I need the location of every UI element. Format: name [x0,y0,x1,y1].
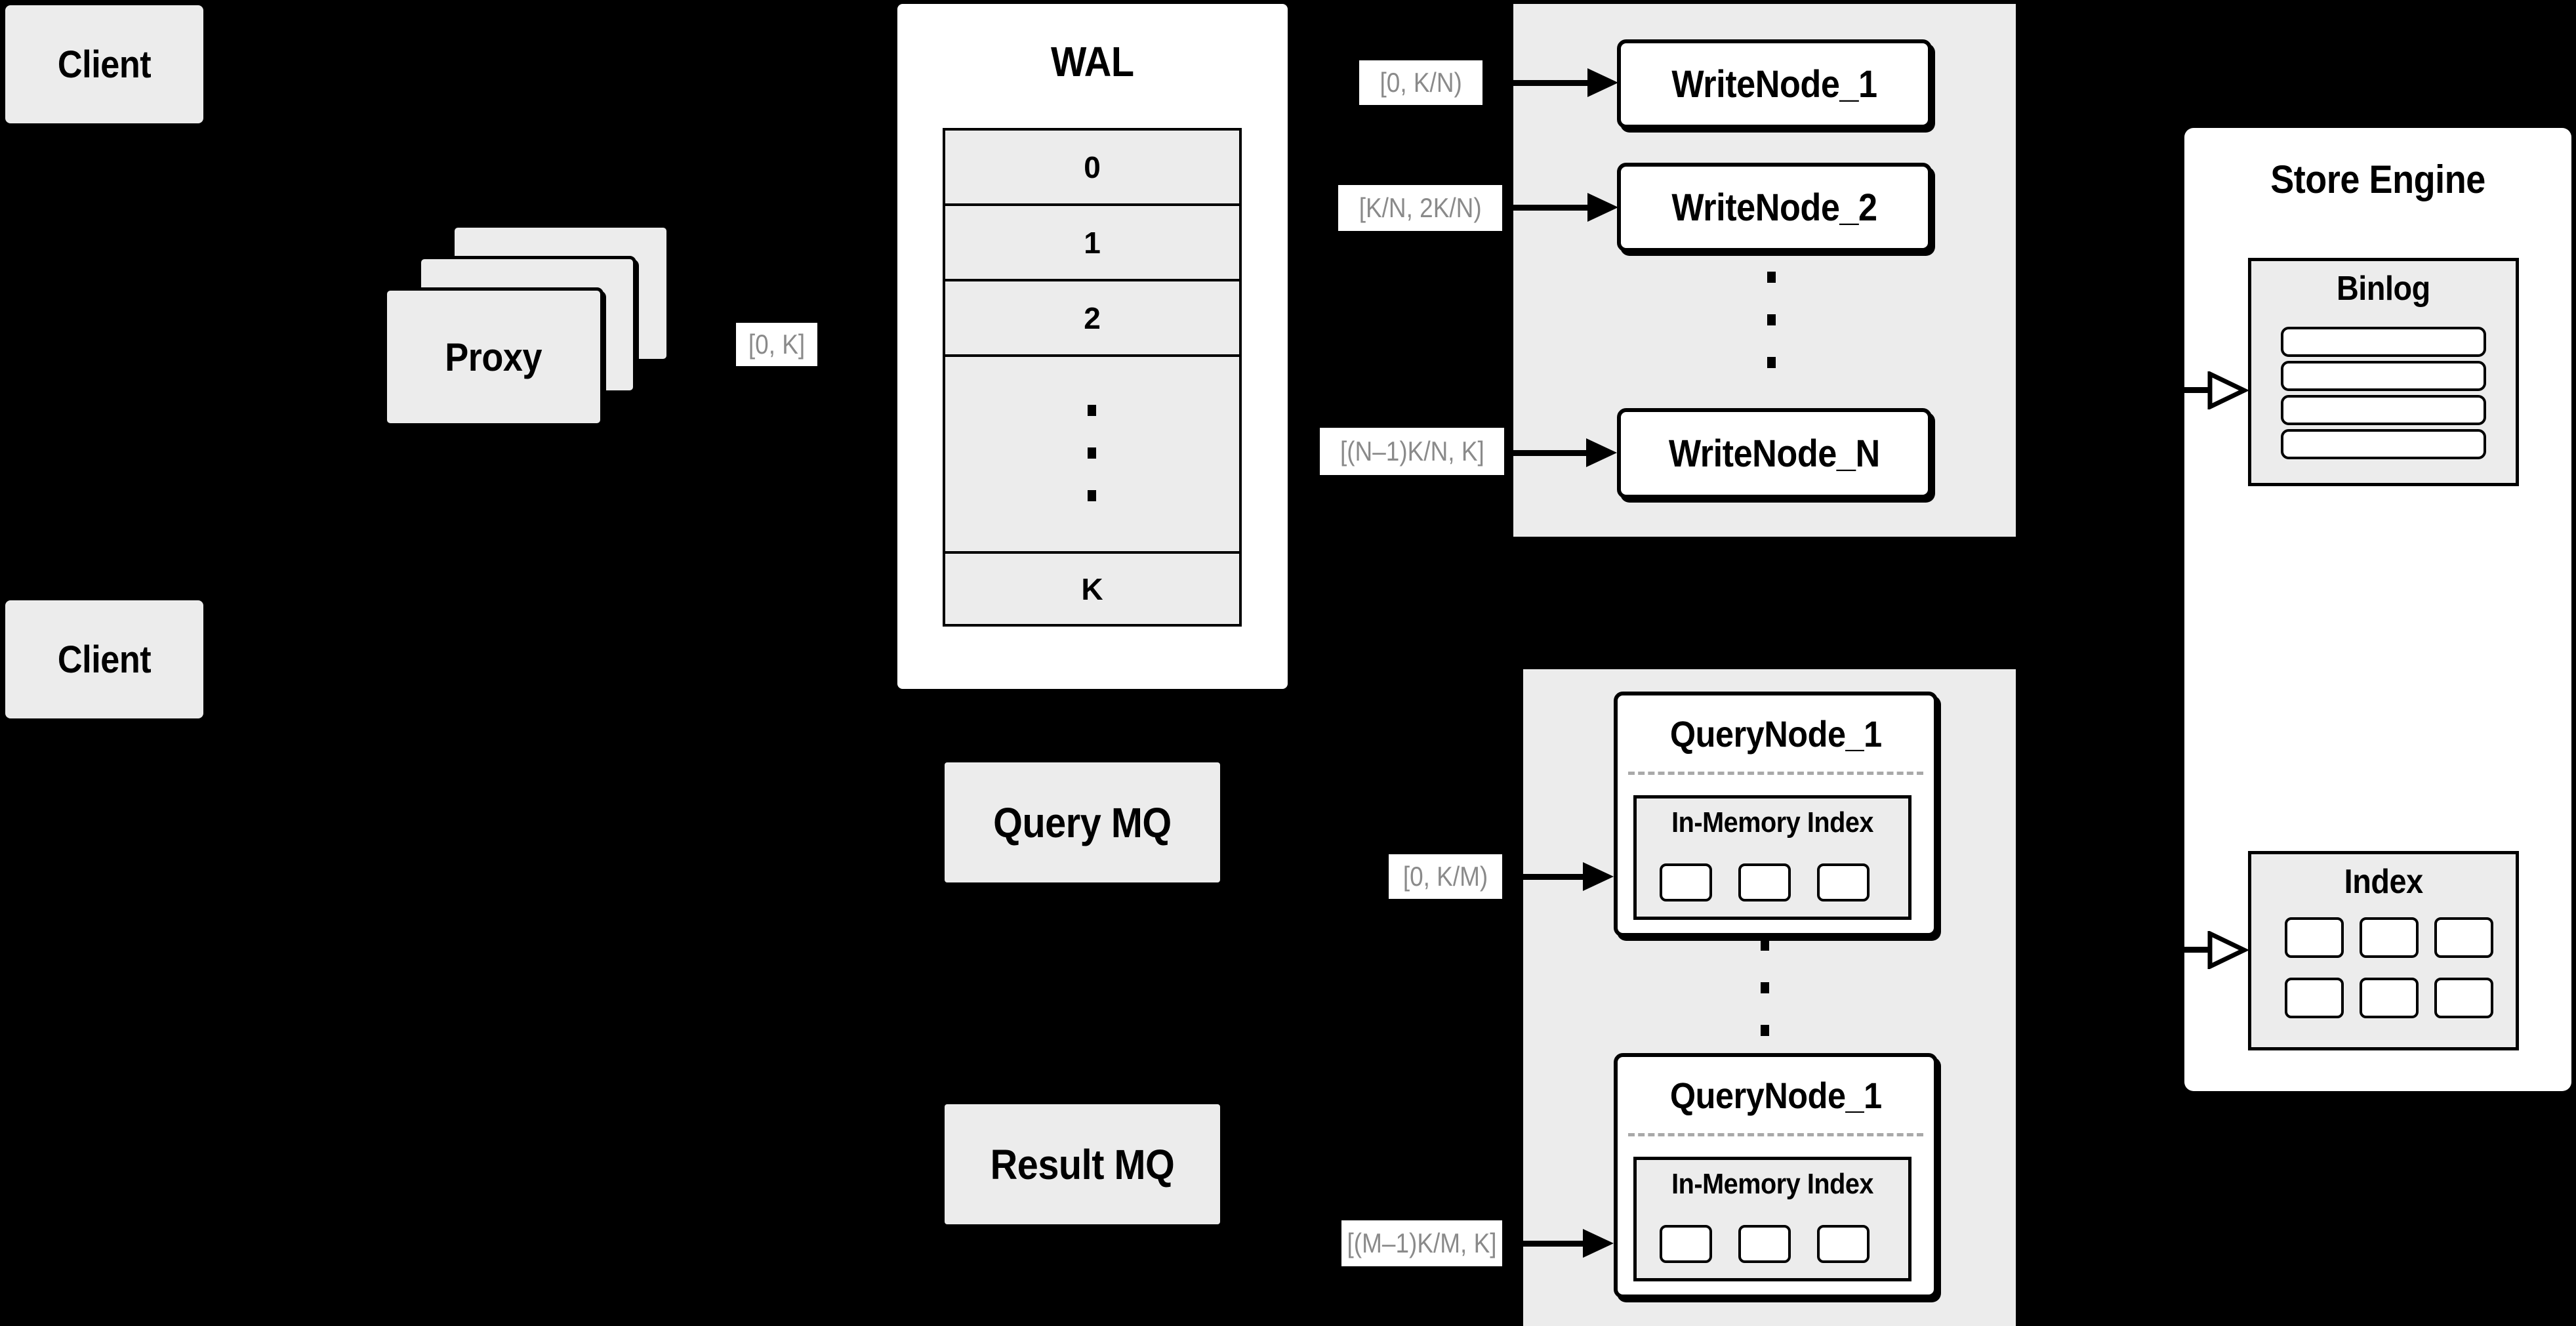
wal-title: WAL [1051,38,1134,85]
vertical-ellipsis-icon [1761,940,1769,1036]
index-file-slot [2360,978,2419,1018]
index-file-slot [2434,978,2493,1018]
dashed-divider [1628,772,1923,775]
hollow-arrow-right-icon [2207,371,2248,409]
arrow-shaft [2129,387,2210,393]
hollow-arrow-right-icon [2207,931,2248,969]
binlog-segment-slot [2281,429,2486,459]
binlog-segment-slot [2281,327,2486,357]
vertical-ellipsis-icon [1767,272,1776,368]
query-mq-node: Query MQ [945,762,1220,882]
proxy-label: Proxy [445,335,542,379]
range-label-write-1: [0, K/N) [1359,60,1482,105]
range-label-query-1: [0, K/M) [1389,854,1502,899]
arrow-shaft [1504,450,1587,456]
arrow-right-icon [1586,438,1617,467]
in-memory-index-title-bottom: In-Memory Index [1671,1168,1873,1200]
result-mq-node: Result MQ [945,1104,1220,1224]
client-bottom-label: Client [57,638,152,681]
index-segment-slot [1738,1225,1791,1263]
dashed-divider [1628,1133,1923,1136]
arrow-right-icon [1583,862,1614,891]
arrow-right-icon [1587,193,1618,222]
index-segment-slot [1817,1225,1870,1263]
index-title: Index [2344,863,2423,901]
arrow-shaft [2129,947,2210,953]
binlog-segment-slot [2281,361,2486,391]
binlog-title: Binlog [2337,270,2430,308]
store-engine-title: Store Engine [2270,157,2485,201]
wal-segment-table: 0 1 2 K [943,128,1242,627]
write-node-n: WriteNode_N [1617,408,1932,499]
in-memory-index-title-top: In-Memory Index [1671,806,1873,839]
range-label-0-k: [0, K] [736,323,817,366]
index-file-slot [2285,917,2344,958]
arrow-shaft [1502,205,1589,211]
client-node-top: Client [5,5,203,123]
proxy-node: Proxy [384,287,603,426]
wal-row-1: 1 [945,206,1239,281]
range-label-write-n: [(N–1)K/N, K] [1320,428,1504,475]
client-node-bottom: Client [5,600,203,718]
query-node-top-title: QueryNode_1 [1669,713,1882,755]
arrow-shaft [1502,1241,1584,1247]
write-node-2: WriteNode_2 [1617,163,1932,252]
index-file-slot [2434,917,2493,958]
binlog-segment-slot [2281,395,2486,425]
arrow-right-icon [1587,68,1618,97]
write-node-1: WriteNode_1 [1617,39,1932,129]
client-top-label: Client [57,43,152,86]
range-label-query-m: [(M–1)K/M, K] [1341,1220,1502,1266]
arrow-shaft [1482,80,1589,86]
wal-row-k: K [945,554,1239,624]
range-label-write-2: [K/N, 2K/N) [1338,185,1502,231]
index-file-slot [2285,978,2344,1018]
index-segment-slot [1817,863,1870,901]
vertical-ellipsis-icon [1088,405,1096,501]
index-file-slot [2360,917,2419,958]
wal-row-2: 2 [945,281,1239,357]
query-node-bottom-title: QueryNode_1 [1669,1074,1882,1116]
arrow-right-icon [1583,1229,1614,1258]
index-segment-slot [1660,1225,1712,1263]
index-segment-slot [1738,863,1791,901]
arrow-shaft [1502,874,1584,880]
wal-row-0: 0 [945,131,1239,206]
index-segment-slot [1660,863,1712,901]
